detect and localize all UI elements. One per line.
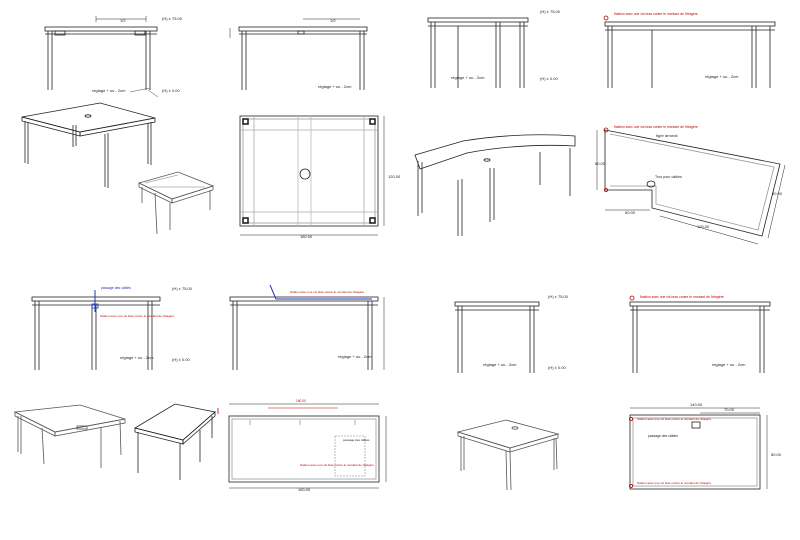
- dim-160-bottom: 160.00: [298, 487, 311, 492]
- label-height-bottom-5: (H) ± 0.00: [172, 357, 191, 362]
- note-fixation-3: fixation avec une vis bras contre le mon…: [300, 463, 374, 467]
- iso-long-table-left: [13, 404, 126, 468]
- note-blue-fixation: fixation avec une vis bras contre le mon…: [290, 290, 364, 294]
- iso-desk: [456, 419, 560, 491]
- label-leveling-6: réglage + ou - 2cm: [338, 354, 372, 359]
- label-height-top-3: (H) ± 75.00: [540, 9, 561, 14]
- elevation-front-curved: [427, 17, 529, 88]
- label-rounded-corner: tigre arrondi: [656, 133, 677, 138]
- note-blue-passage: passage des câbles: [101, 286, 131, 290]
- label-leveling-8: réglage + ou - 2cm: [712, 362, 746, 367]
- group-long-table: passage des câbles fixation avec une vis…: [13, 284, 387, 492]
- label-height-bottom-1: (H) ± 0.00: [162, 88, 181, 93]
- note-fixation-5: fixation avec une vis bras contre le mon…: [637, 417, 711, 421]
- elevation-side-square: [229, 18, 368, 90]
- plan-corner-desk: [596, 127, 786, 245]
- note-fixation-2: fixation avec une vis bras contre le mon…: [614, 125, 698, 129]
- label-passage-2: passage des câbles: [648, 434, 678, 438]
- dim-160-red: 160.00: [296, 399, 306, 403]
- label-leveling-1: réglage + ou - 2cm: [92, 88, 126, 93]
- label-half-1: 1/2: [120, 18, 126, 23]
- label-leveling-5: réglage + ou - 2cm: [120, 355, 154, 360]
- elevation-side-curved: [603, 15, 776, 88]
- label-height-bottom-7: (H) ± 0.00: [548, 365, 567, 370]
- group-square-table: 1/2 (H) ± 75.00 (H) ± 0.00 réglage + ou …: [21, 16, 401, 239]
- label-height-top-7: (H) ± 75.00: [548, 294, 569, 299]
- note-fixation-4: fixation avec une vis bras contre le mon…: [640, 295, 724, 299]
- iso-square-table: [21, 102, 156, 188]
- iso-long-table-right: [133, 403, 219, 480]
- label-height-bottom-3: (H) ± 0.00: [540, 76, 559, 81]
- dim-60: 60.00: [625, 210, 636, 215]
- label-passage-1: passage des câbles: [343, 438, 370, 442]
- dim-120b: 120.00: [697, 224, 710, 229]
- dim-80b: 80.00: [771, 452, 782, 457]
- label-leveling-3: réglage + ou - 2cm: [451, 75, 485, 80]
- iso-curved-desk: [414, 134, 576, 236]
- plan-square-table: [239, 115, 385, 236]
- label-cable-hole: Trou pour câbles: [655, 175, 682, 179]
- label-height-top-5: (H) ± 75.00: [172, 286, 193, 291]
- elevation-front-long: [31, 290, 161, 370]
- label-leveling-2: réglage + ou - 2cm: [318, 84, 352, 89]
- dim-180: 180.00: [300, 234, 313, 239]
- elevation-side-long: [229, 284, 385, 370]
- plan-long-table: [228, 403, 387, 489]
- label-leveling-7: réglage + ou - 2cm: [483, 362, 517, 367]
- elevation-side-desk: [629, 295, 771, 373]
- note-fixation-6: fixation avec une vis bras contre le mon…: [637, 481, 711, 485]
- elevation-front-desk: [454, 301, 540, 373]
- plan-desk: [629, 407, 768, 490]
- label-height-top-1: (H) ± 75.00: [162, 16, 183, 21]
- label-half-2: 1/2: [330, 18, 336, 23]
- group-desk: (H) ± 75.00 (H) ± 0.00 réglage + ou - 2c…: [454, 294, 782, 491]
- dim-90: 90.00: [772, 191, 783, 196]
- note-fixation-1: fixation avec une vis bras contre le mon…: [614, 12, 698, 16]
- dim-140: 140.00: [690, 402, 703, 407]
- note-red-small: fixation avec une vis bras contre le mon…: [100, 314, 174, 318]
- dim-120: 120.00: [388, 174, 401, 179]
- dim-70: 70.00: [724, 407, 735, 412]
- iso-glass-table: [137, 171, 215, 235]
- elevation-front-square: [44, 16, 159, 98]
- dim-80: 80.00: [595, 161, 606, 166]
- group-curved-desk: (H) ± 75.00 (H) ± 0.00 réglage + ou - 2c…: [414, 9, 786, 245]
- label-leveling-4: réglage + ou - 2cm: [705, 74, 739, 79]
